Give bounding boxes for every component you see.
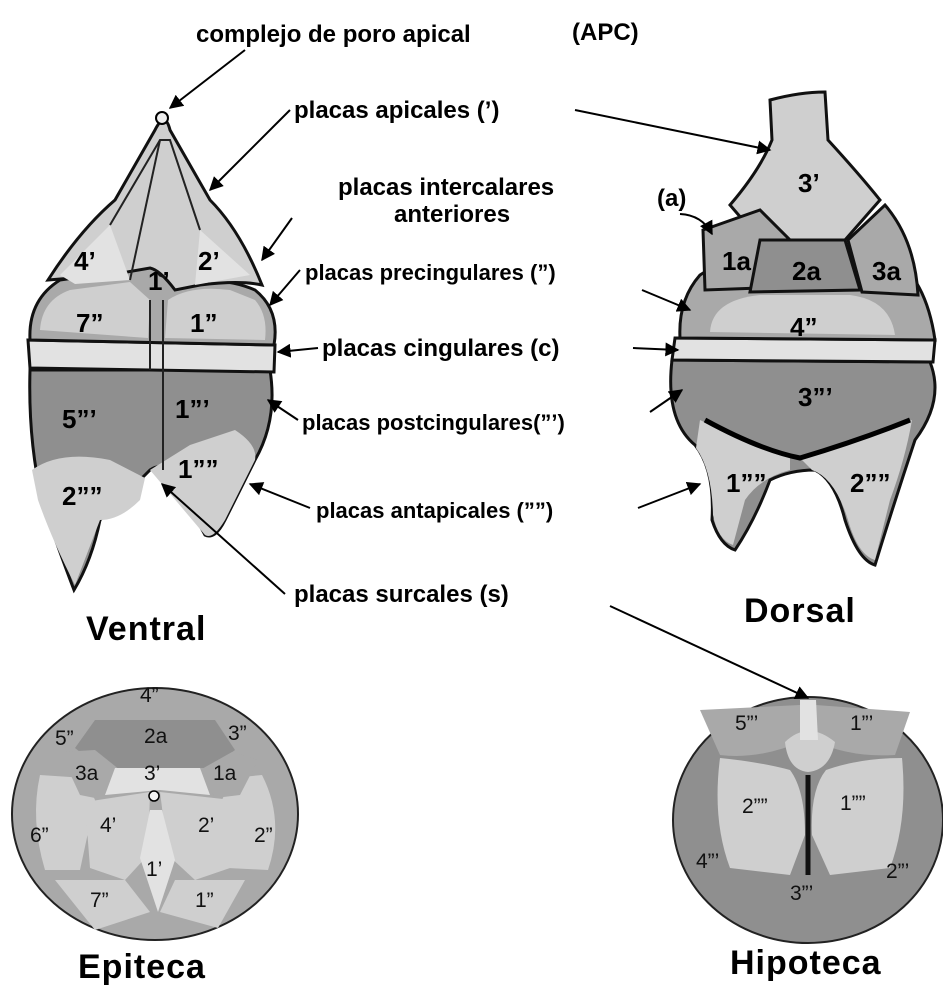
plate-label: 2’ bbox=[198, 814, 214, 837]
plate-label: 2” bbox=[254, 824, 273, 847]
plate-label: 6” bbox=[30, 824, 49, 847]
plate-label: 1” bbox=[195, 889, 214, 912]
label-precingulares: placas precingulares (”) bbox=[305, 260, 556, 285]
plate-label: 2a bbox=[792, 256, 821, 286]
label-cingulares: placas cingulares (c) bbox=[322, 335, 559, 362]
label-apc-abbr: (APC) bbox=[572, 19, 639, 46]
epiteca-cell: 4” 2a 5” 3” 3a 3’ 1a 6” 4’ 2’ 2” 1’ 7” 1… bbox=[12, 684, 298, 940]
plate-label: 5”’ bbox=[62, 404, 97, 434]
plate-label: 2”” bbox=[850, 468, 890, 498]
plate-label: 3”’ bbox=[798, 382, 833, 412]
plate-label: 2”’ bbox=[886, 860, 909, 883]
plate-label: 2’ bbox=[198, 246, 220, 276]
plate-label: 2”” bbox=[62, 481, 102, 511]
plate-label: 1a bbox=[722, 246, 751, 276]
title-hipoteca: Hipoteca bbox=[730, 944, 882, 982]
plate-label: 1’ bbox=[146, 858, 162, 881]
plate-label: 2a bbox=[144, 725, 168, 748]
title-ventral: Ventral bbox=[86, 610, 206, 648]
title-epiteca: Epiteca bbox=[78, 948, 206, 986]
title-dorsal: Dorsal bbox=[744, 592, 856, 630]
plate-label: 3” bbox=[228, 722, 247, 745]
plate-label: 3’ bbox=[144, 762, 160, 785]
plate-label: 3’ bbox=[798, 168, 820, 198]
plate-label: 5”’ bbox=[735, 712, 758, 735]
hipoteca-cell: 5”’ 1”’ 2”” 1”” 4”’ 2”’ 3”’ bbox=[673, 697, 943, 943]
plate-label: 3a bbox=[75, 762, 99, 785]
label-intercalares-abbr: (a) bbox=[657, 185, 686, 212]
plate-label: 1”” bbox=[178, 454, 218, 484]
label-apicales: placas apicales (’) bbox=[294, 97, 499, 124]
plate-label: 1a bbox=[213, 762, 237, 785]
plate-label: 1”” bbox=[840, 792, 866, 815]
label-apc: complejo de poro apical bbox=[196, 21, 471, 48]
plate-label: 2”” bbox=[742, 795, 768, 818]
label-surcales: placas surcales (s) bbox=[294, 581, 509, 608]
plate-label: 4” bbox=[140, 684, 159, 707]
plate-label: 1”” bbox=[726, 468, 766, 498]
plate-label: 4”’ bbox=[696, 850, 719, 873]
plate-label: 4’ bbox=[100, 814, 116, 837]
label-postcingulares: placas postcingulares(”’) bbox=[302, 410, 565, 435]
plate-label: 3”’ bbox=[790, 882, 813, 905]
label-intercalares-line1: placas intercalares bbox=[338, 174, 554, 201]
plate-label: 1’ bbox=[148, 266, 170, 296]
plate-label: 1”’ bbox=[175, 394, 210, 424]
plate-label: 1”’ bbox=[850, 712, 873, 735]
dorsal-cell: 3’ 1a 2a 3a 4” 3”’ 1”” 2”” bbox=[671, 92, 935, 565]
plate-label: 7” bbox=[90, 889, 109, 912]
label-antapicales: placas antapicales (””) bbox=[316, 498, 553, 523]
label-intercalares-line2: anteriores bbox=[394, 201, 510, 228]
plate-label: 4” bbox=[790, 312, 817, 342]
plate-label: 7” bbox=[76, 308, 103, 338]
plate-label: 4’ bbox=[74, 246, 96, 276]
plate-label: 5” bbox=[55, 727, 74, 750]
plate-label: 1” bbox=[190, 308, 217, 338]
ventral-cell: 4’ 1’ 2’ 7” 1” 5”’ 1”’ 2”” 1”” bbox=[28, 112, 275, 590]
plate-label: 3a bbox=[872, 256, 901, 286]
